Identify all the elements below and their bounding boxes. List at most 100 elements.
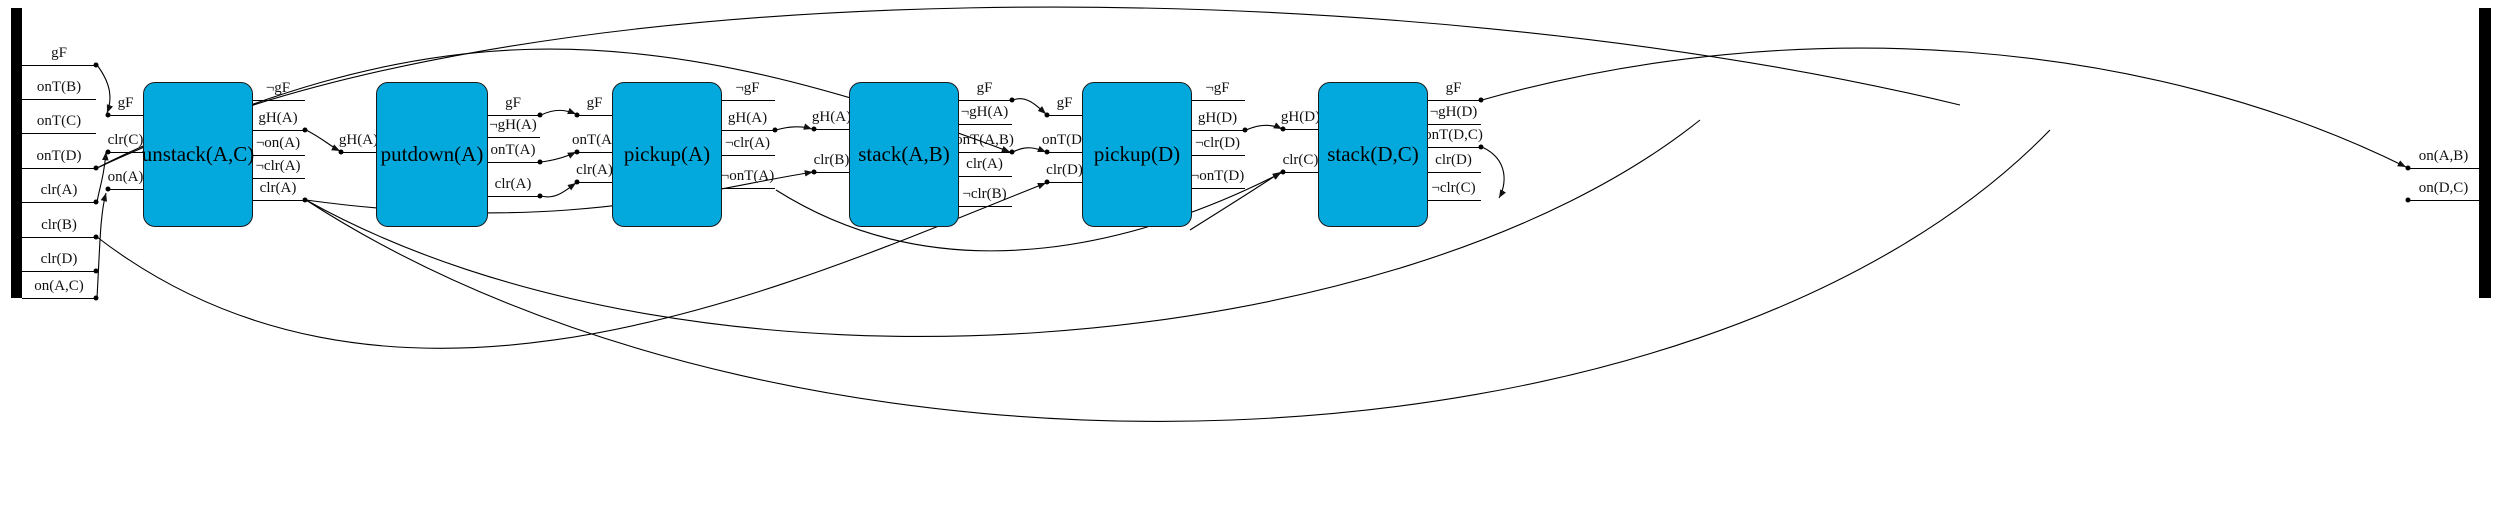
edge-pickupD-gHD-to-stackDC-gHD [1245, 122, 1283, 131]
effect-label: ¬clr(B) [962, 186, 1007, 202]
precondition-dot [1280, 169, 1286, 175]
effect-label: onT(A) [490, 142, 536, 158]
precondition-label: gH(D) [1280, 109, 1321, 125]
effect-dot [1478, 97, 1484, 103]
init-fluent-label: clr(A) [40, 182, 78, 198]
effect-label: clr(A) [966, 156, 1003, 172]
effect-label: ¬gF [265, 80, 291, 96]
effect-line [486, 137, 540, 138]
action-node-putdown-a[interactable]: putdown(A) [376, 82, 488, 227]
init-fluent-label: clr(B) [41, 217, 77, 233]
precondition-label: clr(C) [107, 132, 144, 148]
precondition-dot [1280, 126, 1286, 132]
action-node-pickup-a[interactable]: pickup(A) [612, 82, 722, 227]
effect-line [486, 162, 540, 163]
effect-label: gH(A) [727, 110, 768, 126]
precondition-line [108, 189, 143, 190]
edge-stackDC-onTDC-to-goal-onDC [1481, 146, 1507, 199]
effect-line [957, 100, 1012, 101]
precondition-dot [105, 186, 111, 192]
precondition-line [577, 115, 612, 116]
init-fluent-label: clr(D) [40, 251, 78, 267]
effect-line [1426, 200, 1481, 201]
precondition-label: clr(D) [1046, 162, 1083, 178]
precondition-line [1047, 152, 1082, 153]
initial-state-bar [11, 8, 22, 298]
effect-label: clr(A) [259, 180, 297, 196]
goal-fluent-label: on(A,B) [2418, 148, 2469, 164]
edge-init-gF-to-unstack-gF [96, 64, 114, 114]
goal-state-bar [2479, 8, 2491, 298]
effect-label: ¬gH(A) [960, 104, 1009, 120]
effect-label: ¬gH(A) [489, 117, 537, 133]
effect-label: ¬gH(D) [1429, 104, 1478, 120]
effect-line [251, 130, 305, 131]
effect-label: clr(D) [1435, 152, 1472, 168]
effect-line [251, 200, 305, 201]
precondition-label: on(A) [107, 169, 144, 185]
precondition-dot [1044, 179, 1050, 185]
effect-dot [1242, 127, 1248, 133]
goal-fluent-line [2408, 200, 2479, 201]
effect-label: gH(A) [258, 110, 298, 126]
goal-fluent-dot [2405, 165, 2411, 171]
edge-putdown-onTA-to-pickup-onTA [540, 151, 577, 163]
effect-line [957, 124, 1012, 125]
init-fluent-line [22, 65, 96, 66]
precondition-dot [811, 126, 817, 132]
effect-line [251, 155, 305, 156]
precondition-line [108, 115, 143, 116]
precondition-dot [574, 149, 580, 155]
action-node-unstack-ac[interactable]: unstack(A,C) [142, 82, 254, 227]
precondition-label: gF [586, 95, 603, 111]
precondition-dot [574, 179, 580, 185]
init-fluent-dot [93, 268, 99, 274]
init-fluent-dot [93, 62, 99, 68]
effect-label: ¬on(A) [255, 135, 301, 151]
precondition-line [814, 172, 849, 173]
effect-line [957, 152, 1012, 153]
effect-line [957, 206, 1012, 207]
effect-label: gF [1445, 80, 1462, 96]
effect-label: ¬clr(D) [1194, 135, 1241, 151]
precondition-label: gF [117, 95, 134, 111]
effect-label: onT(A,B) [955, 132, 1014, 148]
precondition-dot [105, 149, 111, 155]
precondition-line [577, 152, 612, 153]
effect-label: ¬clr(A) [724, 135, 771, 151]
init-fluent-line [22, 133, 96, 134]
init-fluent-line [22, 271, 96, 272]
effect-line [1426, 124, 1481, 125]
effect-label: ¬onT(A) [720, 168, 775, 184]
init-fluent-line [22, 168, 96, 169]
init-fluent-dot [93, 199, 99, 205]
init-fluent-label: onT(C) [36, 113, 82, 129]
action-node-pickup-d[interactable]: pickup(D) [1082, 82, 1192, 227]
effect-dot [1009, 97, 1015, 103]
effect-label: gH(D) [1197, 110, 1238, 126]
effect-line [1190, 100, 1245, 101]
effect-line [1190, 188, 1245, 189]
precondition-label: clr(B) [813, 152, 850, 168]
effect-line [251, 100, 305, 101]
precondition-line [108, 152, 143, 153]
edge-init-onAC-to-unstack-onA [96, 192, 108, 299]
goal-fluent-dot [2405, 197, 2411, 203]
precondition-label: gH(A) [338, 132, 379, 148]
action-node-stack-ab[interactable]: stack(A,B) [849, 82, 959, 227]
goal-fluent-label: on(D,C) [2418, 180, 2469, 196]
effect-line [251, 178, 305, 179]
precondition-dot [1044, 112, 1050, 118]
effect-dot [302, 127, 308, 133]
precondition-line [341, 152, 376, 153]
edge-unstack-gHA-to-putdown-gHA [305, 129, 341, 152]
goal-fluent-line [2408, 168, 2479, 169]
precondition-dot [105, 112, 111, 118]
edge-pickup-gHA-to-stackAB-gHA [775, 123, 813, 131]
action-node-stack-dc[interactable]: stack(D,C) [1318, 82, 1428, 227]
precondition-dot [1044, 149, 1050, 155]
effect-label: ¬gF [1205, 80, 1230, 96]
effect-dot [772, 127, 778, 133]
